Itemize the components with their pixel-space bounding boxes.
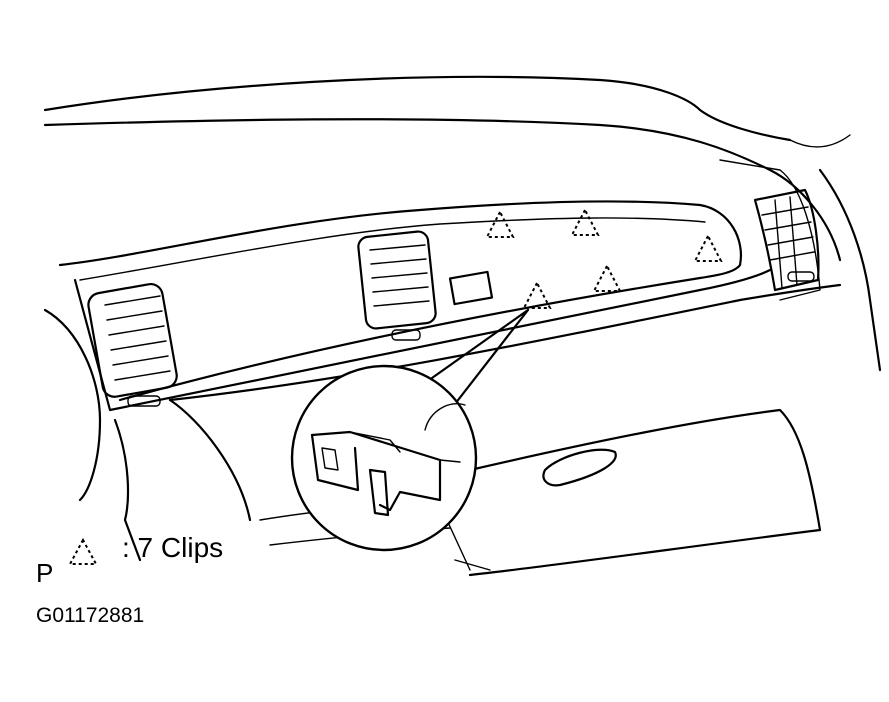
clip-triangle	[485, 209, 515, 238]
callout-lines	[430, 308, 530, 406]
center-vent-louvers	[369, 244, 430, 307]
dashed-triangle-icon	[68, 538, 98, 565]
legend-label: : 7 Clips	[122, 532, 224, 563]
trim-panel-lower-edge	[73, 268, 772, 412]
dashboard-upper-edge	[43, 118, 842, 262]
clip-triangle	[570, 207, 600, 236]
trim-panel-inner-top	[79, 217, 706, 281]
figure-id: G01172881	[36, 604, 145, 627]
left-vent-louvers	[104, 295, 171, 381]
right-vent-grid	[761, 196, 815, 289]
left-vent-slot	[127, 395, 161, 407]
right-air-vent	[753, 188, 820, 292]
magnified-clip-view	[290, 364, 478, 552]
clip-triangle	[522, 280, 552, 309]
clip-triangle	[693, 233, 723, 262]
clip-markers	[485, 207, 723, 309]
right-vent-housing	[719, 159, 821, 301]
panel-opening	[448, 270, 494, 306]
glovebox-handle	[542, 448, 617, 487]
left-air-vent	[87, 282, 178, 398]
windshield-corner	[789, 134, 851, 148]
steering-column-left	[43, 308, 102, 502]
center-air-vent	[357, 230, 437, 330]
upper-trim-panel	[58, 200, 743, 402]
clip-triangle	[592, 263, 622, 292]
right-vent-slot	[787, 271, 815, 282]
center-vent-slot	[391, 329, 421, 341]
lower-left-panel	[113, 418, 142, 562]
lower-panel-edge	[168, 398, 252, 522]
dash-right-curve	[818, 168, 882, 372]
legend-prefix: P	[36, 558, 54, 588]
clip-detail	[310, 403, 466, 517]
glovebox-outline	[468, 408, 822, 577]
dashboard-top-outline	[43, 75, 792, 142]
dash-face-lower	[168, 283, 842, 402]
